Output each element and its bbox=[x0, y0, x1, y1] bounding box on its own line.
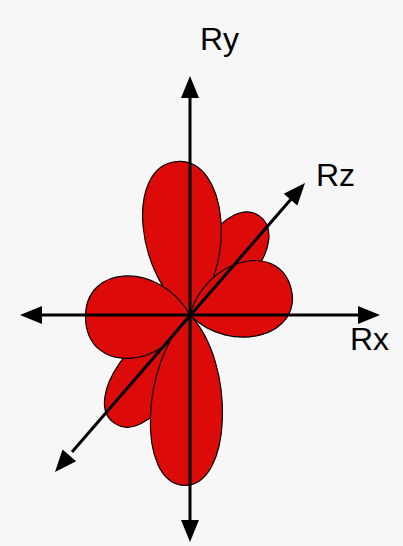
arrowhead bbox=[181, 76, 199, 98]
axis-label: Rx bbox=[350, 322, 389, 357]
axis-line bbox=[189, 95, 192, 522]
axis-label: Rz bbox=[316, 158, 355, 193]
axis-line bbox=[38, 314, 362, 317]
arrowhead bbox=[20, 306, 42, 324]
arrowhead bbox=[181, 520, 199, 542]
axis-label: Ry bbox=[200, 22, 239, 57]
arrowhead bbox=[55, 449, 76, 472]
axis-line bbox=[72, 198, 292, 452]
orbital-lobe bbox=[150, 315, 222, 485]
arrowhead bbox=[284, 183, 305, 205]
